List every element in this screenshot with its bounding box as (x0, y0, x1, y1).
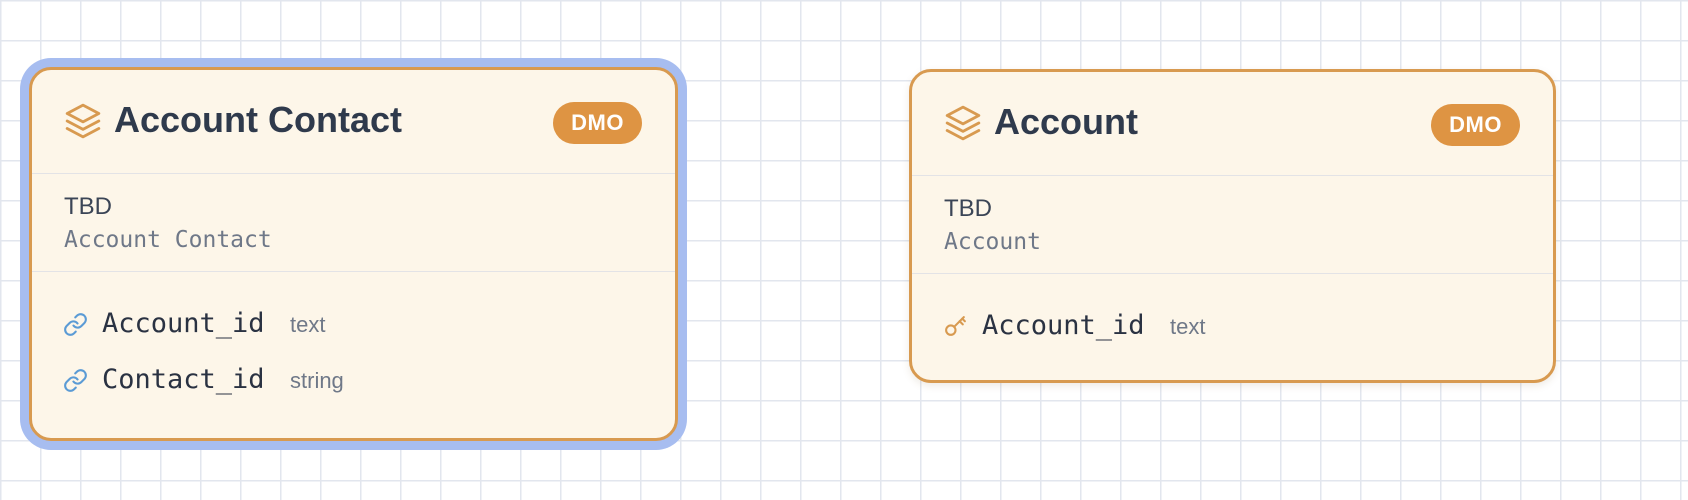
node-header: Account Contact DMO (32, 70, 675, 174)
field-name: Account_id (982, 310, 1145, 341)
node-entity-name: Account (944, 229, 1041, 255)
field-list: Account_id text Contact_id string (32, 272, 675, 410)
field-row[interactable]: Contact_id string (32, 354, 675, 410)
node-header: Account DMO (912, 72, 1553, 176)
node-title: Account (994, 101, 1138, 142)
field-row[interactable]: Account_id text (912, 300, 1553, 356)
node-description: TBD Account (912, 176, 1553, 274)
dmo-badge: DMO (1431, 104, 1520, 146)
node-status: TBD (64, 193, 112, 220)
field-type: text (1170, 314, 1206, 339)
node-account[interactable]: Account DMO TBD Account Account_id text (909, 69, 1556, 383)
field-name: Contact_id (102, 364, 265, 395)
field-row[interactable]: Account_id text (32, 298, 675, 354)
key-icon (943, 314, 968, 339)
field-type: text (290, 312, 326, 337)
node-account-contact[interactable]: Account Contact DMO TBD Account Contact … (29, 67, 678, 441)
layers-icon (63, 101, 103, 141)
dmo-badge: DMO (553, 102, 642, 144)
field-name: Account_id (102, 308, 265, 339)
layers-icon (943, 103, 983, 143)
field-type: string (290, 368, 344, 393)
link-icon (63, 312, 88, 337)
field-list: Account_id text (912, 274, 1553, 356)
node-status: TBD (944, 195, 992, 222)
node-entity-name: Account Contact (64, 227, 272, 253)
node-description: TBD Account Contact (32, 174, 675, 272)
node-title: Account Contact (114, 99, 402, 140)
link-icon (63, 368, 88, 393)
